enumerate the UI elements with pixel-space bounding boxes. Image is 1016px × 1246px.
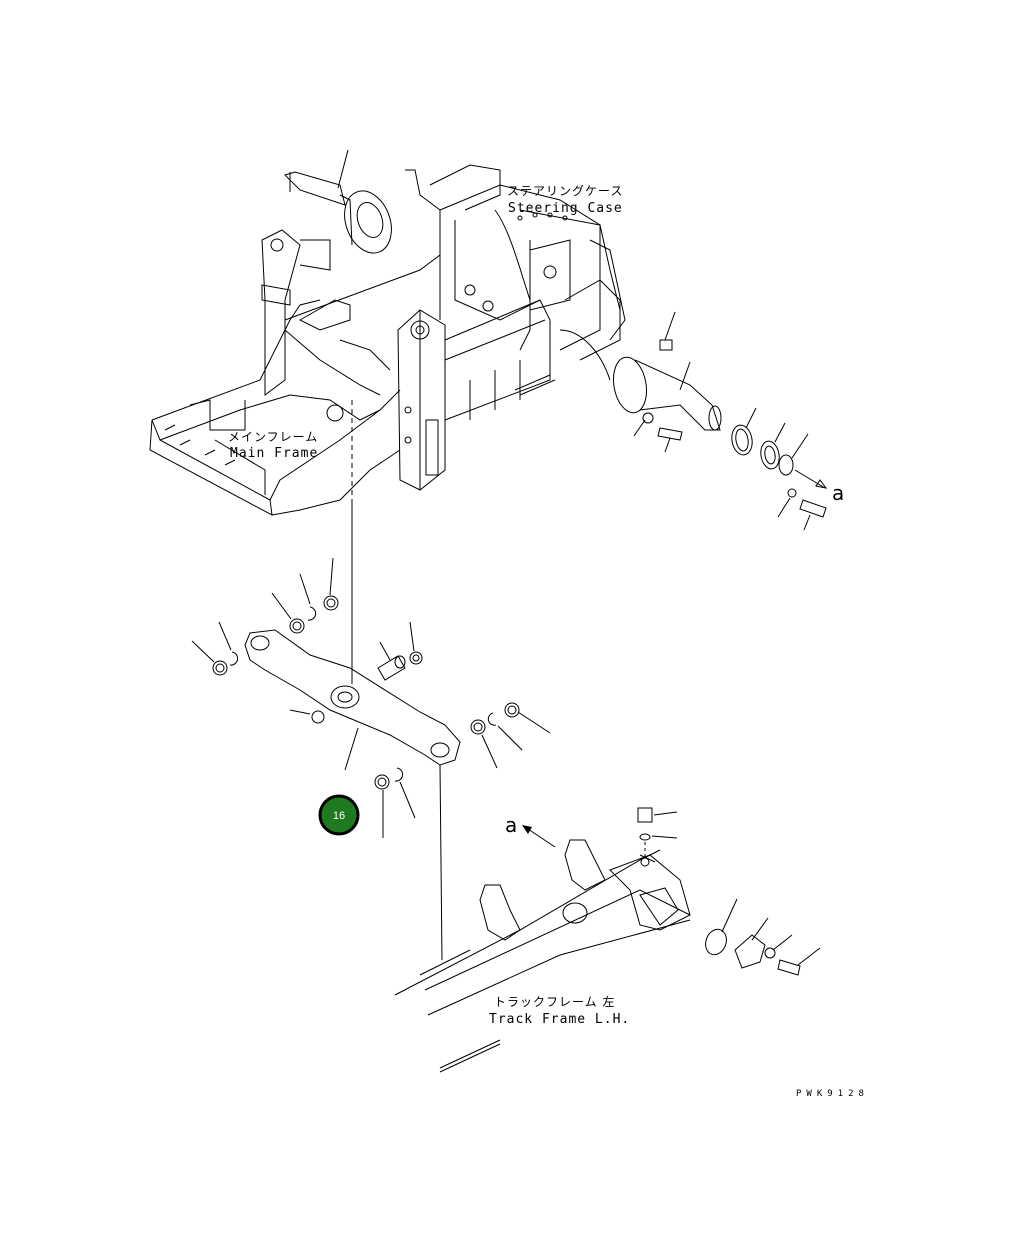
steering-case xyxy=(405,164,626,396)
equalizer-bar xyxy=(244,500,461,771)
callout-badge[interactable] xyxy=(318,794,360,836)
drawing-code: PWK9128 xyxy=(796,1089,869,1099)
left-spindle xyxy=(284,149,392,254)
track-frame xyxy=(394,807,821,1073)
reference-a-lower: a xyxy=(505,813,517,837)
callout-number: 16 xyxy=(333,810,345,822)
right-spindle xyxy=(613,311,828,531)
part-callout-16[interactable]: 16 xyxy=(318,794,360,836)
bearing-parts xyxy=(191,557,551,961)
reference-a-upper: a xyxy=(832,481,844,505)
main-frame-label-jp: メインフレーム xyxy=(228,430,318,444)
steering-case-label-jp: ステアリングケース xyxy=(507,184,623,198)
track-frame-label-en: Track Frame L.H. xyxy=(489,1012,630,1027)
steering-case-label-en: Steering Case xyxy=(508,201,623,216)
main-frame xyxy=(149,229,551,516)
track-frame-label-jp: トラックフレーム 左 xyxy=(494,994,615,1009)
main-frame-label-en: Main Frame xyxy=(230,446,318,461)
